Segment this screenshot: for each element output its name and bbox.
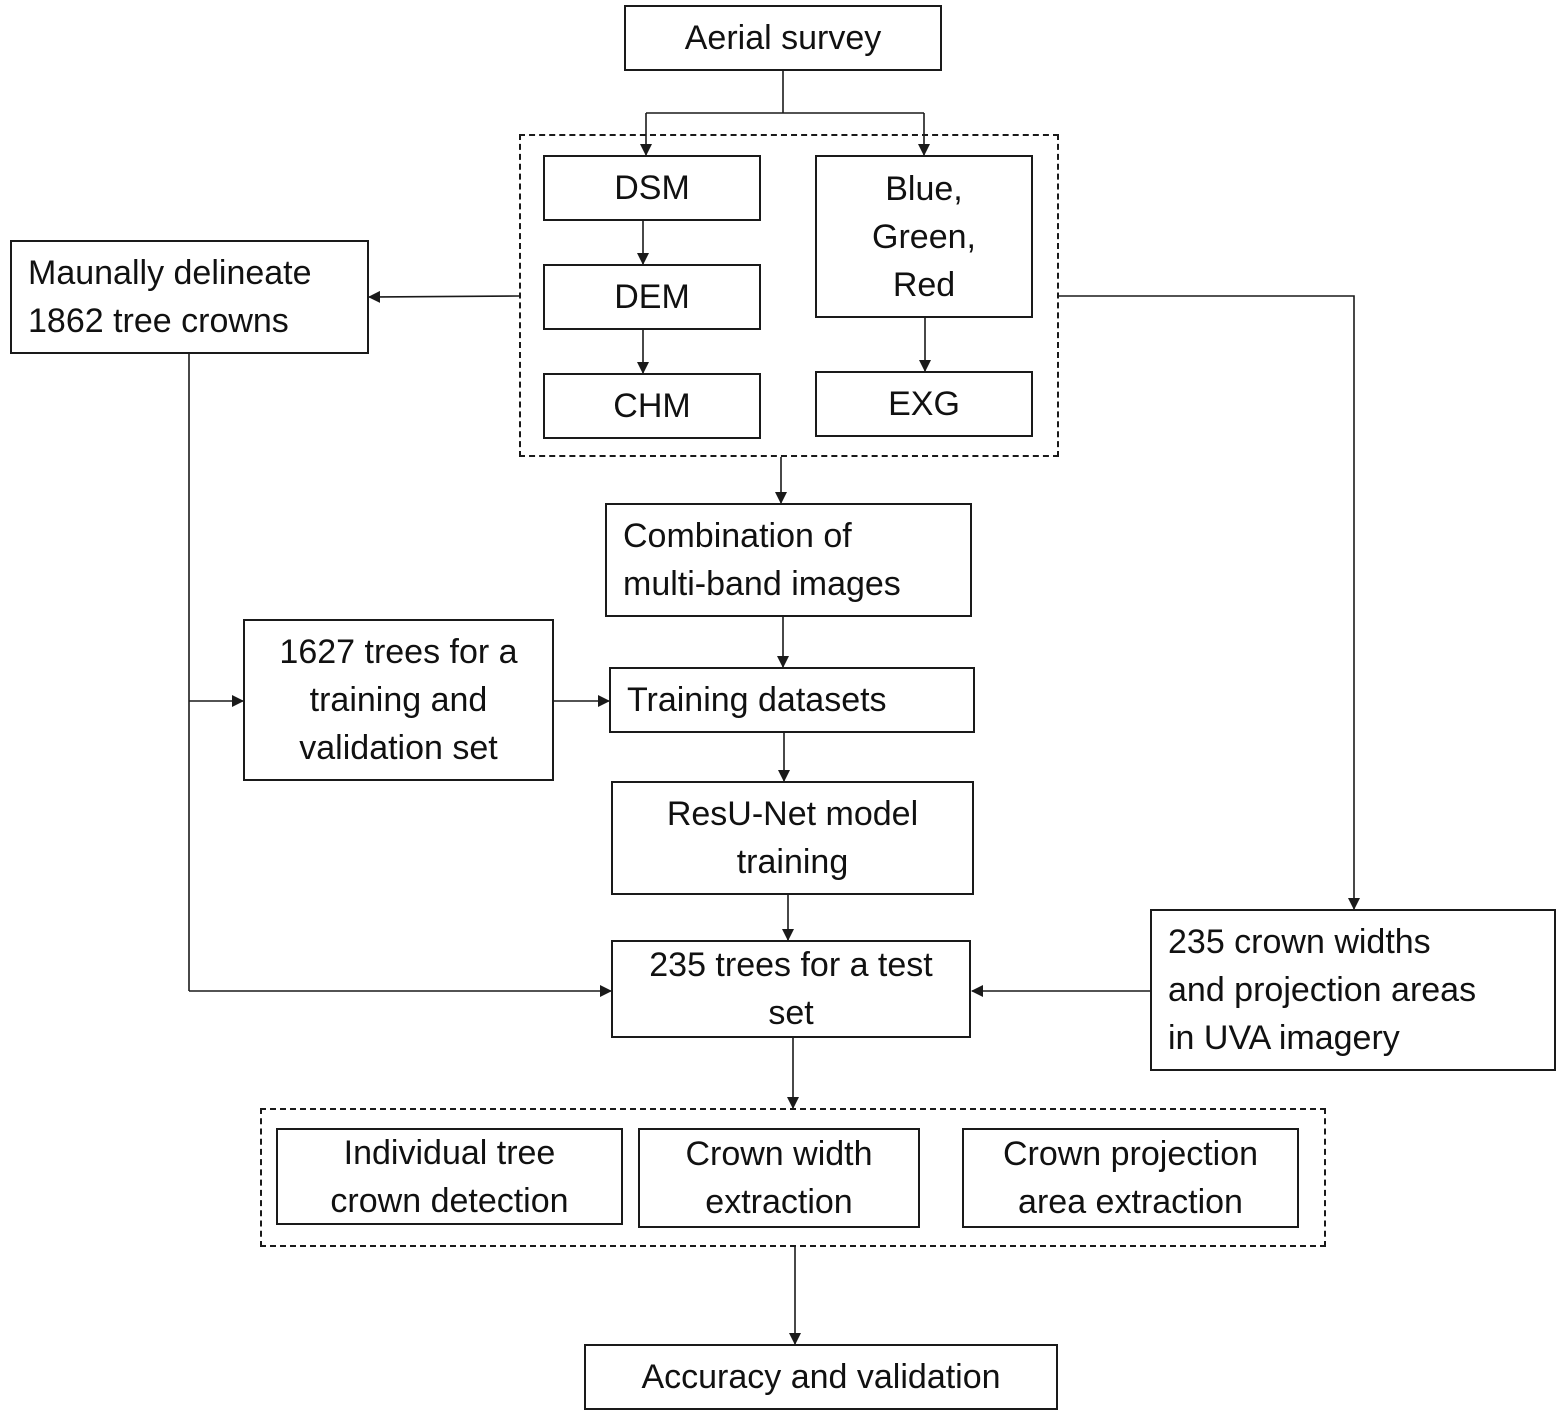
node-text-line: Maunally delineate [28,254,312,292]
node-text-line: DEM [614,278,690,316]
node-text-line: Training datasets [627,681,887,719]
dsm-node: DSM [543,155,761,221]
dem-node: DEM [543,264,761,330]
node-text-line: validation set [299,729,498,767]
node-text-line: 235 trees for a test [649,946,933,984]
resunet-training-node: ResU-Net model training [611,781,974,895]
node-text-line: 1627 trees for a [279,633,518,671]
node-text-line: Accuracy and validation [641,1358,1001,1396]
training-datasets-node: Training datasets [609,667,975,733]
combination-node: Combination of multi-band images [605,503,972,617]
node-text-line: Blue, [885,169,963,208]
crown-widths-areas-node: 235 crown widths and projection areas in U… [1150,909,1556,1071]
edge-group-to-manual [368,290,520,303]
dsm-rgb-products-group [519,134,1059,457]
rgb-bands-node: Blue, Green, Red [815,155,1033,318]
node-text-line: Aerial survey [684,19,882,57]
node-text-line: Crown width [685,1135,873,1173]
node-text-line: multi-band images [623,565,901,603]
manual-delineation-node: Maunally delineate 1862 tree crowns [10,240,369,354]
node-text-line: Red [892,265,956,304]
node-text-line: in UVA imagery [1168,1019,1400,1057]
node-text-line: crown detection [330,1181,569,1220]
train-validation-set-node: 1627 trees for a training and validation s… [243,619,554,781]
aerial-survey-node: Aerial survey [624,5,942,71]
tree-crown-detection-node: Individual tree crown detection [276,1128,623,1225]
node-text-line: ResU-Net model [666,795,919,833]
node-text-line: set [768,994,814,1032]
accuracy-validation-node: Accuracy and validation [584,1344,1058,1410]
node-text-line: and projection areas [1168,971,1477,1009]
node-text-line: EXG [888,385,960,423]
exg-node: EXG [815,371,1033,437]
node-text-line: Combination of [623,517,852,555]
node-text-line: training and [309,681,488,719]
node-text-line: Crown projection [1002,1135,1259,1173]
node-text-line: training [736,843,849,881]
crown-width-extraction-node: Crown width extraction [638,1128,920,1228]
outputs-group [260,1108,1326,1247]
node-text-line: extraction [705,1183,853,1221]
node-text-line: 1862 tree crowns [28,302,289,340]
chm-node: CHM [543,373,761,439]
edge-group-to-crown-widths [1058,295,1360,910]
node-text-line: CHM [613,387,691,425]
node-text-line: Individual tree [343,1133,556,1172]
node-text-line: DSM [614,169,690,207]
test-set-node: 235 trees for a test set [611,940,971,1038]
crown-area-extraction-node: Crown projection area extraction [962,1128,1299,1228]
node-text-line: Green, [872,217,976,256]
node-text-line: 235 crown widths [1168,923,1431,961]
node-text-line: area extraction [1018,1183,1243,1221]
